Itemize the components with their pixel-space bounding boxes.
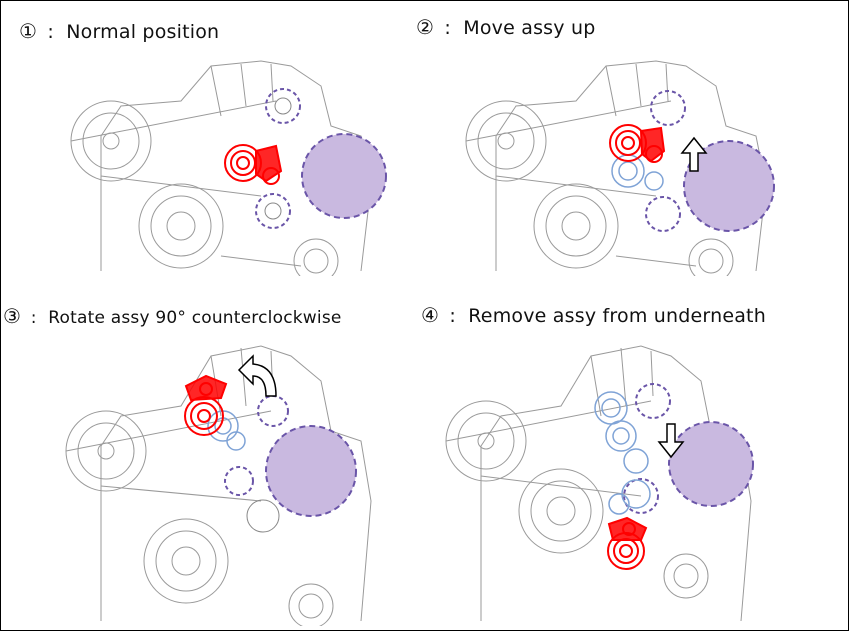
step-2-number: ② bbox=[416, 15, 435, 39]
alternator bbox=[265, 425, 357, 517]
engine-block-outline bbox=[65, 345, 372, 626]
step-4-caption: ④ : Remove assy from underneath bbox=[421, 303, 766, 327]
lower-idler-pulley bbox=[645, 196, 681, 232]
down-arrow-icon bbox=[657, 423, 685, 459]
step-3-text: Rotate assy 90° counterclockwise bbox=[48, 308, 342, 328]
tensioner-previous-positions bbox=[594, 391, 651, 515]
step-1-diagram bbox=[70, 60, 387, 276]
step-2-colon: : bbox=[444, 17, 451, 39]
step-1-caption: ① : Normal position bbox=[19, 19, 219, 43]
step-2-diagram bbox=[465, 60, 775, 276]
tensioner-assy bbox=[607, 516, 648, 570]
step-1-text: Normal position bbox=[66, 21, 220, 43]
engine-block-outline bbox=[465, 60, 767, 276]
step-3-diagram bbox=[65, 345, 372, 626]
step-3-colon: : bbox=[30, 308, 37, 328]
up-arrow-icon bbox=[680, 136, 708, 172]
alternator bbox=[683, 140, 775, 232]
upper-idler-pulley bbox=[650, 90, 686, 126]
lower-idler-pulley bbox=[224, 466, 254, 496]
upper-idler-pulley bbox=[257, 395, 289, 427]
alternator bbox=[668, 421, 754, 507]
upper-idler-pulley bbox=[265, 88, 301, 124]
step-4-diagram bbox=[445, 345, 754, 622]
step-4-text: Remove assy from underneath bbox=[468, 305, 766, 327]
tensioner-previous-position bbox=[611, 154, 664, 191]
alternator bbox=[301, 133, 387, 219]
step-1-number: ① bbox=[19, 19, 38, 43]
step-2-caption: ② : Move assy up bbox=[416, 15, 595, 39]
step-3-caption: ③ : Rotate assy 90° counterclockwise bbox=[3, 304, 342, 328]
tensioner-assy bbox=[609, 124, 666, 163]
lower-idler-pulley bbox=[255, 193, 291, 229]
step-4-colon: : bbox=[449, 305, 456, 327]
step-4-number: ④ bbox=[421, 303, 440, 327]
tensioner-assy bbox=[224, 144, 283, 185]
upper-idler-pulley bbox=[635, 383, 671, 419]
step-1-colon: : bbox=[47, 21, 54, 43]
counterclockwise-arrow-icon bbox=[237, 354, 277, 397]
tensioner-assy bbox=[184, 374, 228, 436]
step-3-number: ③ bbox=[3, 304, 22, 328]
lower-idler-pulley bbox=[623, 478, 659, 514]
step-2-text: Move assy up bbox=[463, 17, 596, 39]
